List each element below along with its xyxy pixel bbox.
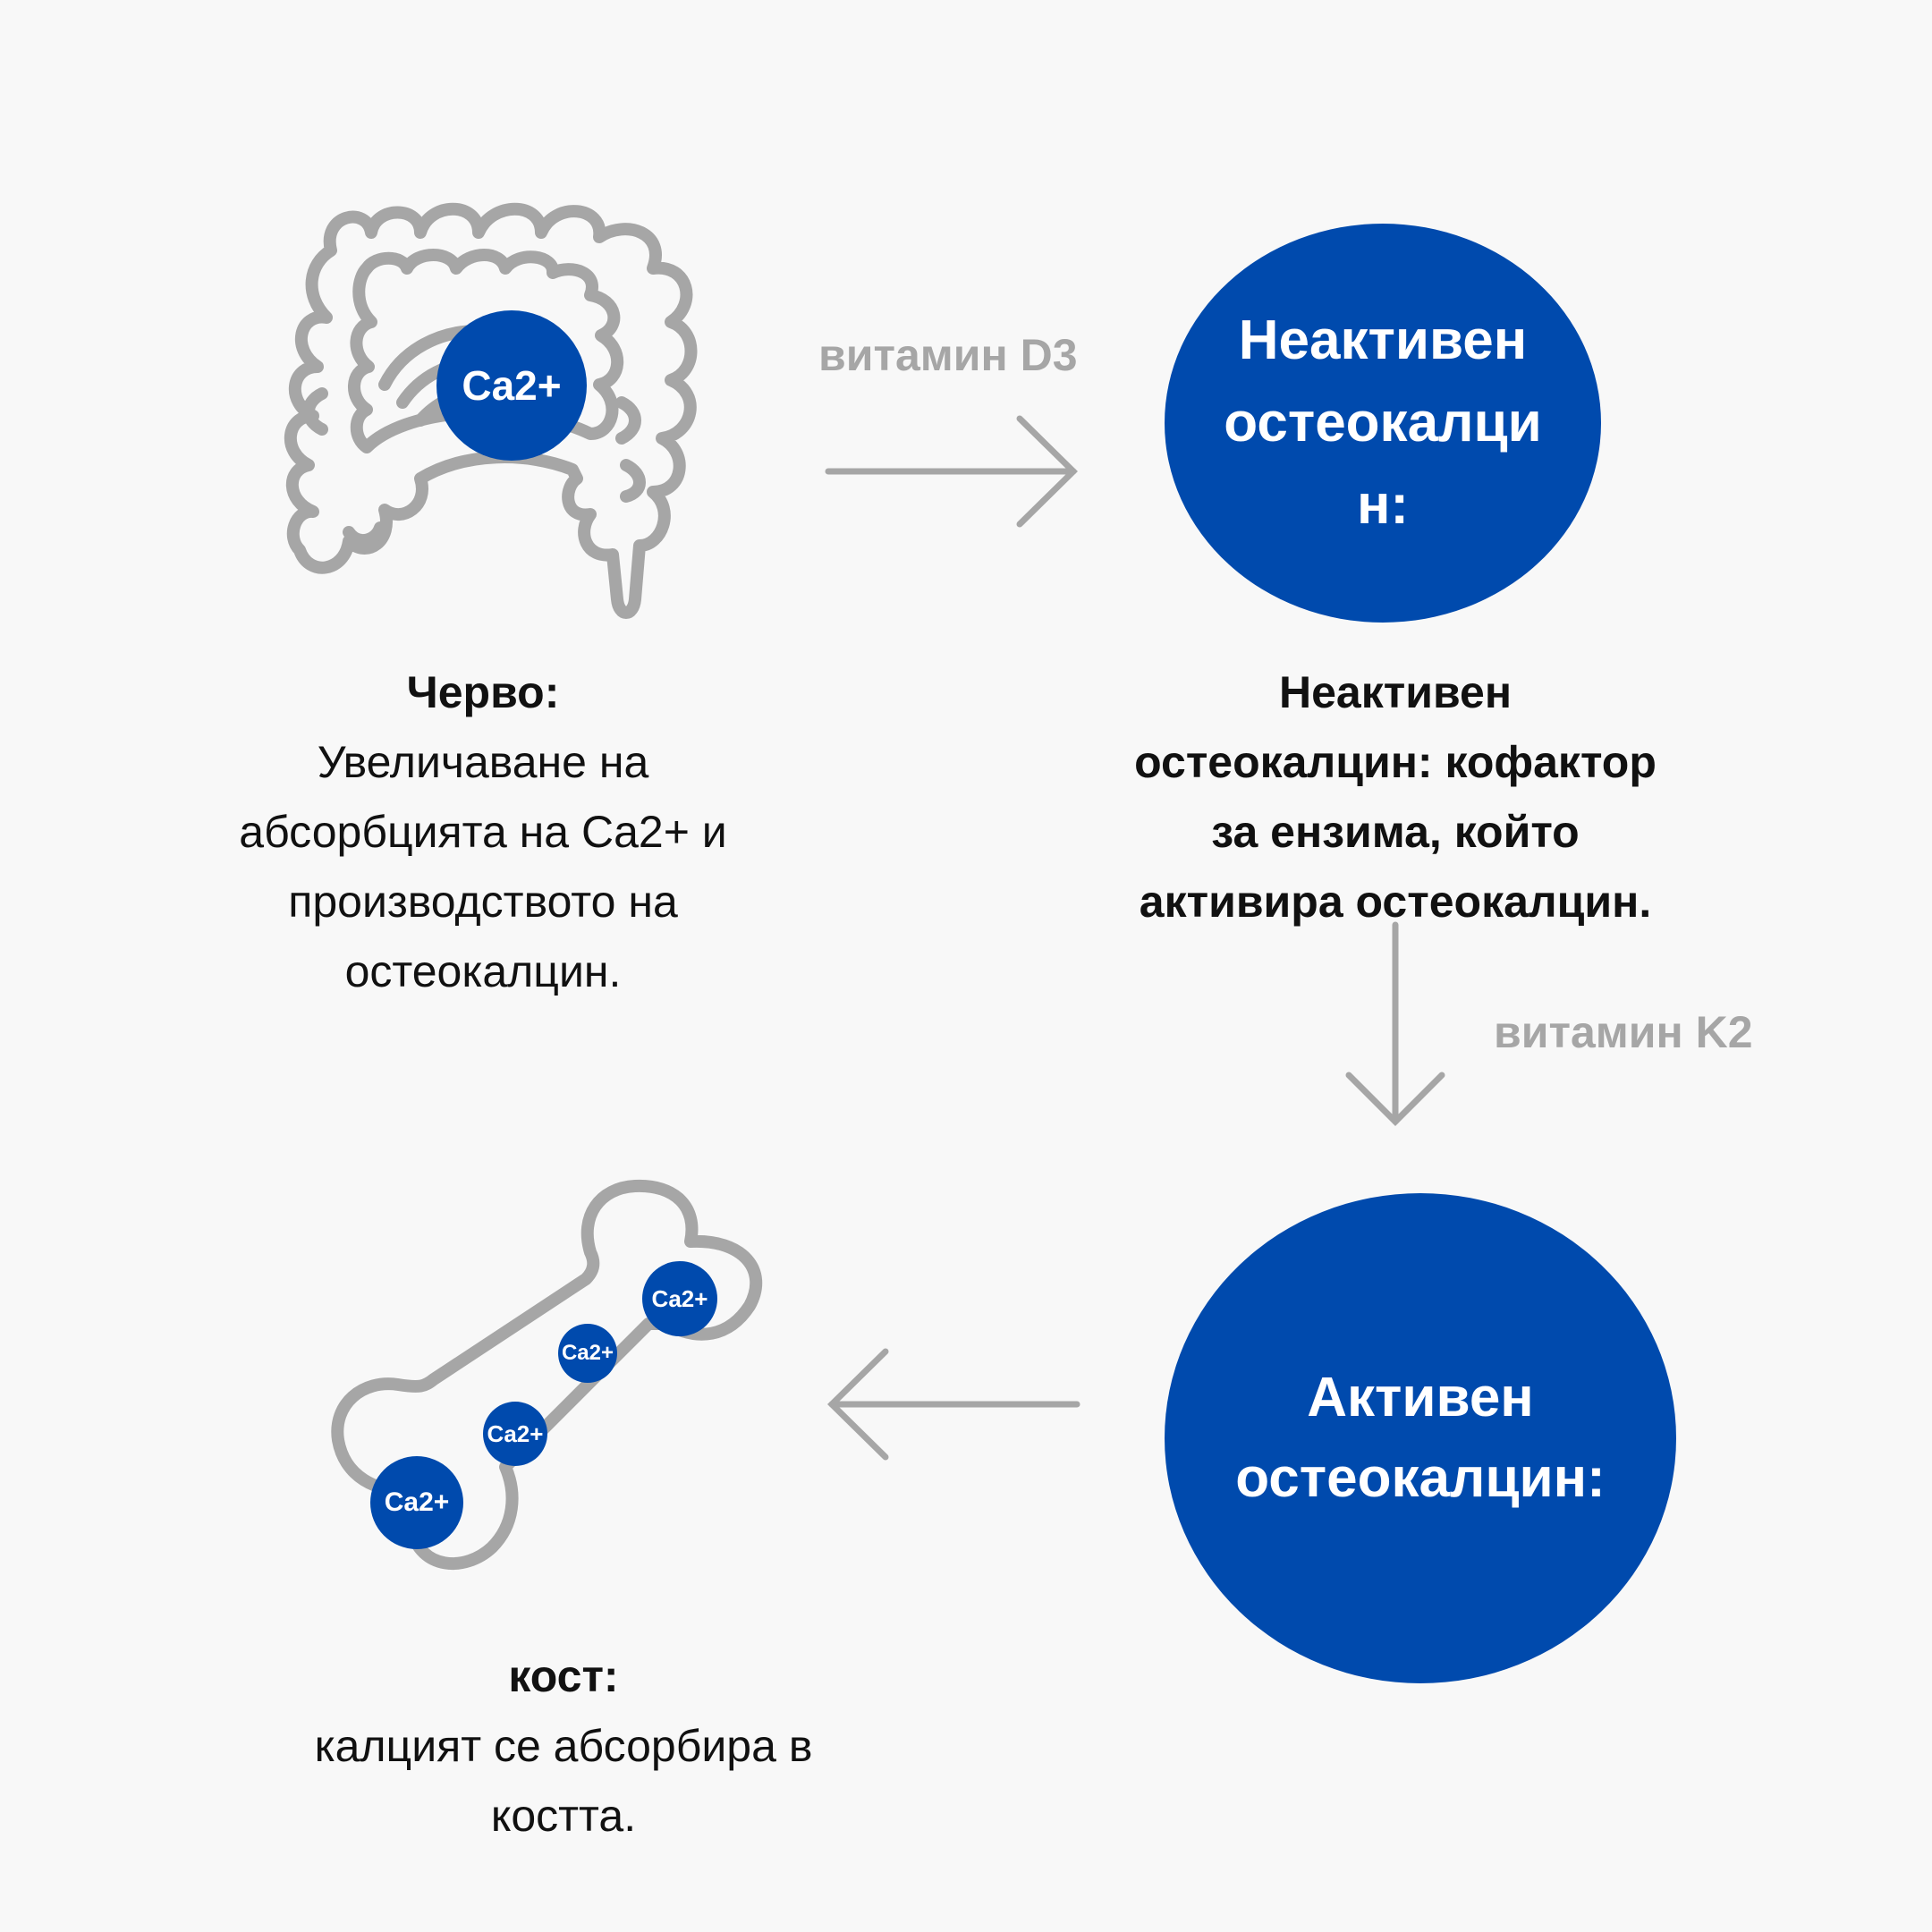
inactive-osteocalcin-circle: Неактивен остеокалцин: [1165,224,1601,623]
gut-line: абсорбцията на Ca2+ и [239,807,727,857]
bone-ion-label: Ca2+ [651,1284,708,1312]
inactive-description: Неактивен остеокалцин: кофактор за ензим… [1055,657,1735,936]
arrow-left-icon [827,1348,1080,1461]
active-circle-line: Активен [1307,1367,1534,1428]
bone-ca-ion: Ca2+ [642,1261,717,1336]
vitamin-d3-label: витамин D3 [818,330,1078,380]
gut-description: Черво: Увеличаване на абсорбцията на Ca2… [143,657,823,1006]
inactive-desc-line: за ензима, който [1211,807,1580,857]
bone-description: кост: калцият се абсорбира в костта. [224,1641,903,1851]
bone-title: кост: [508,1651,619,1701]
bone-icon [331,1179,763,1571]
inactive-desc-line: Неактивен [1278,667,1513,717]
gut-line: остеокалцин. [344,946,622,996]
bone-line: калцият се абсорбира в [314,1721,813,1771]
bone-ca-ion: Ca2+ [370,1456,463,1549]
bone-ion-label: Ca2+ [384,1487,450,1517]
gut-title: Черво: [406,667,560,717]
active-circle-text: Активен остеокалцин: [1210,1358,1631,1519]
arrow-down-icon [1345,921,1445,1126]
inactive-desc-line: остеокалцин: кофактор [1134,737,1657,787]
gut-line: Увеличаване на [317,737,649,787]
intestine-ca-ion: Ca2+ [436,310,587,461]
vitamin-k2-label: витамин K2 [1494,1007,1753,1057]
gut-line: производството на [288,877,678,927]
bone-ion-label: Ca2+ [487,1419,544,1447]
active-circle-line: остеокалцин: [1235,1447,1606,1509]
bone-line: костта. [490,1791,637,1841]
bone-ca-ion: Ca2+ [483,1402,547,1466]
inactive-desc-line: активира остеокалцин. [1139,877,1652,927]
arrow-right-icon [825,415,1078,528]
bone-ca-ion: Ca2+ [558,1324,617,1383]
inactive-circle-label: Неактивен остеокалцин: [1224,309,1542,536]
intestine-ion-label: Ca2+ [462,362,562,409]
active-osteocalcin-circle: Активен остеокалцин: [1165,1193,1676,1683]
bone-ion-label: Ca2+ [561,1341,614,1365]
